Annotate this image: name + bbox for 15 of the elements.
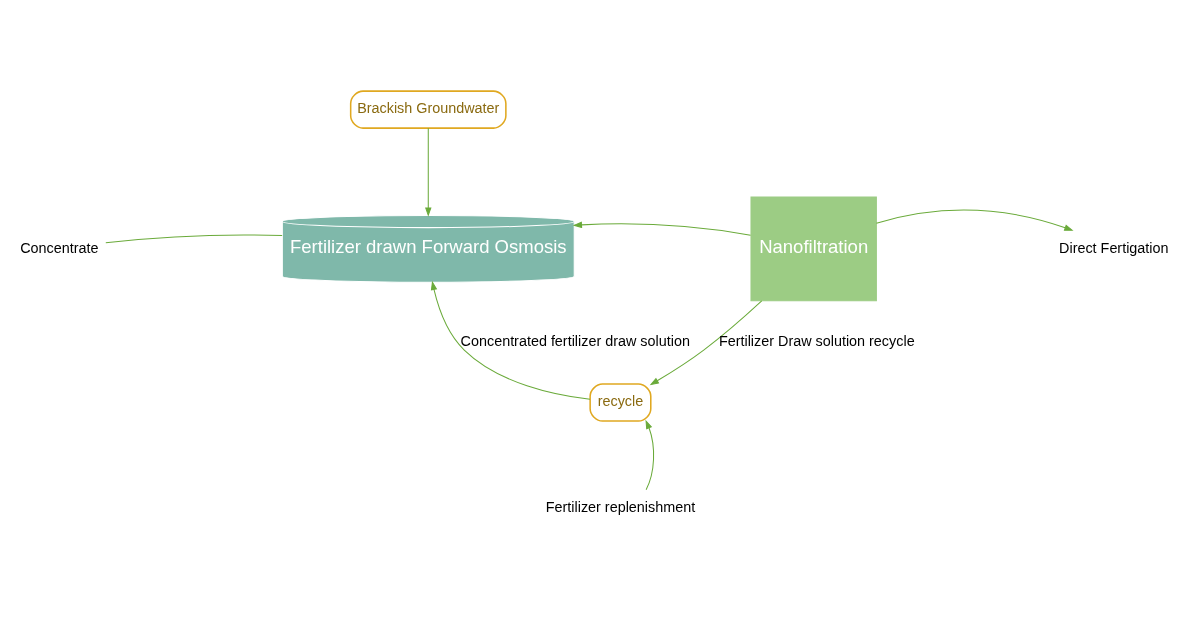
arrow [430, 280, 591, 400]
connector [105, 234, 283, 244]
node-box: recycle [589, 383, 652, 422]
arrow [572, 221, 752, 236]
node-box: Brackish Groundwater [349, 90, 507, 129]
edge-label: Concentrated fertilizer draw solution [460, 333, 690, 350]
arrow [645, 419, 655, 491]
arrow [425, 127, 432, 217]
arrow [875, 209, 1074, 231]
edge-label: Fertilizer Draw solution recycle [718, 333, 915, 350]
node-box: Nanofiltration [750, 196, 877, 302]
node-text: Concentrate [20, 239, 99, 256]
node-text: Fertilizer replenishment [545, 499, 696, 516]
arrow [649, 300, 763, 386]
node-text: Direct Fertigation [1059, 239, 1169, 256]
